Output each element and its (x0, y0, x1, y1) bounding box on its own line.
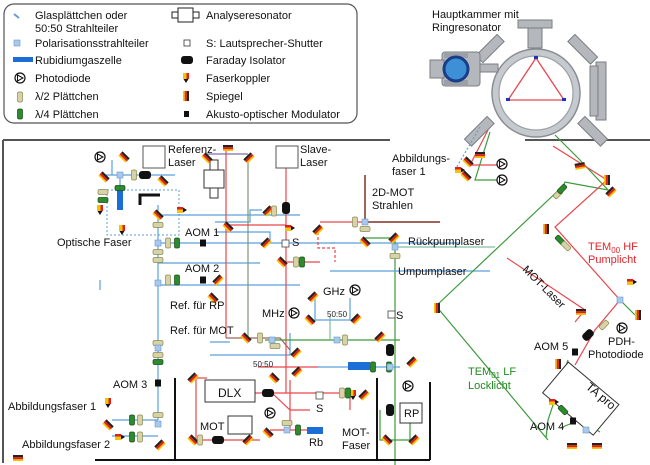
label-mhz: MHz (262, 308, 285, 320)
label-lock-light: Locklicht (468, 380, 511, 392)
legend-label-fibercoupler: Faserkoppler (206, 73, 271, 85)
label-imaging-fiber-1b: faser 1 (392, 166, 426, 178)
label-reference-laser-2: Laser (168, 157, 196, 169)
label-shutter-s2: S (396, 310, 403, 322)
label-mot-fiber: MOT- (342, 427, 370, 439)
label-optical-pump-laser: Umpumplaser (398, 266, 467, 278)
label-pdh-photodiode: Photodiode (588, 349, 644, 361)
dlx-laser-box (204, 379, 256, 403)
rp-laser-box (399, 402, 423, 424)
enclosure-walls (95, 378, 431, 461)
label-aom3: AOM 3 (113, 379, 147, 391)
beam-paths (99, 126, 636, 465)
label-mot-fiber-2: Faser (342, 440, 370, 452)
label-mot-laser: MOT-Laser (520, 264, 568, 312)
label-tem00-hf: TEM00 HF (588, 241, 638, 255)
legend-label-rubidium: Rubidiumgaszelle (35, 55, 122, 67)
label-mot: MOT (200, 421, 225, 433)
chamber-title-line1: Hauptkammer mit (432, 9, 519, 21)
label-rb: Rb (309, 437, 323, 449)
mot-laser-box (227, 415, 253, 435)
label-slave-laser-2: Laser (300, 157, 328, 169)
legend-label-mirror: Spiegel (206, 91, 243, 103)
shutters (281, 239, 396, 400)
photodiode-icon (14, 72, 26, 84)
label-2d-mot: 2D-MOT (372, 187, 414, 199)
label-reference-laser: Referenz- (168, 144, 217, 156)
legend: Glasplättchen oder 50:50 Strahlteiler Po… (13, 7, 340, 121)
label-50-50-a: 50:50 (327, 310, 348, 319)
optical-fiber-region (106, 189, 180, 236)
mirror-icon (183, 91, 189, 101)
label-imaging-fiber-1: Abbildungs- (392, 153, 450, 165)
label-pump-light: Pumplicht (588, 254, 636, 266)
ta-pro-box (541, 361, 620, 436)
label-ghz: GHz (323, 286, 345, 298)
fiber-bend (138, 193, 160, 205)
analysis-resonator-icon (171, 7, 200, 23)
chamber-title-line2: Ringresonator (432, 22, 501, 34)
quarter-wave-plate-icon (17, 108, 23, 120)
reference-laser-box (142, 145, 166, 169)
label-ref-mot: Ref. für MOT (170, 325, 234, 337)
legend-label-beamsplitter: Glasplättchen oder (35, 10, 128, 22)
label-aom1: AOM 1 (185, 227, 219, 239)
faraday-isolator-icon (181, 56, 193, 64)
shutter-icon (183, 39, 191, 47)
optical-table-outline (2, 139, 650, 463)
slave-laser-box (275, 145, 299, 169)
legend-label-hwp: λ/2 Plättchen (35, 91, 99, 103)
legend-label-faraday: Faraday Isolator (206, 55, 286, 67)
legend-label-resonator: Analyseresonator (206, 10, 292, 22)
label-ref-rp: Ref. für RP (170, 300, 224, 312)
analysis-resonator (203, 159, 225, 199)
label-optical-fiber: Optische Faser (57, 237, 132, 249)
aom-icon (184, 111, 189, 117)
label-dlx: DLX (218, 386, 241, 400)
label-shutter-s1: S (292, 237, 299, 249)
label-aom2: AOM 2 (185, 263, 219, 275)
label-tem01-lf: TEM01 LF (468, 366, 516, 380)
legend-label-pbs: Polarisationsstrahlteiler (35, 38, 149, 50)
legend-label-shutter: S: Lautsprecher-Shutter (206, 38, 323, 50)
label-50-50-b: 50:50 (253, 360, 274, 369)
legend-label-photodiode: Photodiode (35, 73, 91, 85)
label-imaging-fiber-2: Abbildungsfaser 2 (22, 439, 110, 451)
label-repump-laser: Rückpumplaser (408, 236, 485, 248)
half-wave-plate-icon (17, 91, 23, 103)
label-aom4: AOM 4 (530, 421, 564, 433)
label-rp: RP (404, 408, 419, 420)
rubidium-cell-rb (307, 427, 323, 434)
polarizing-beam-splitter-icon (13, 39, 21, 47)
label-pdh: PDH- (608, 336, 635, 348)
label-aom5: AOM 5 (534, 341, 568, 353)
beam-splitter-icon (13, 13, 20, 19)
rubidium-cell (117, 190, 123, 210)
label-slave-laser: Slave- (300, 144, 332, 156)
legend-label-qwp: λ/4 Plättchen (35, 109, 99, 121)
main-chamber (429, 19, 609, 147)
legend-label-beamsplitter-2: 50:50 Strahlteiler (35, 23, 118, 35)
rubidium-cell (348, 362, 370, 370)
labels: Referenz- Laser Slave- Laser Abbildungs-… (8, 144, 644, 452)
label-imaging-fiber-1-bottom: Abbildungsfaser 1 (8, 401, 96, 413)
label-2d-mot-beams: Strahlen (372, 200, 413, 212)
label-shutter-s3: S (316, 403, 323, 415)
rubidium-cell-icon (13, 57, 33, 62)
legend-label-aom: Akusto-optischer Modulator (206, 109, 340, 121)
legend-box (3, 3, 358, 124)
